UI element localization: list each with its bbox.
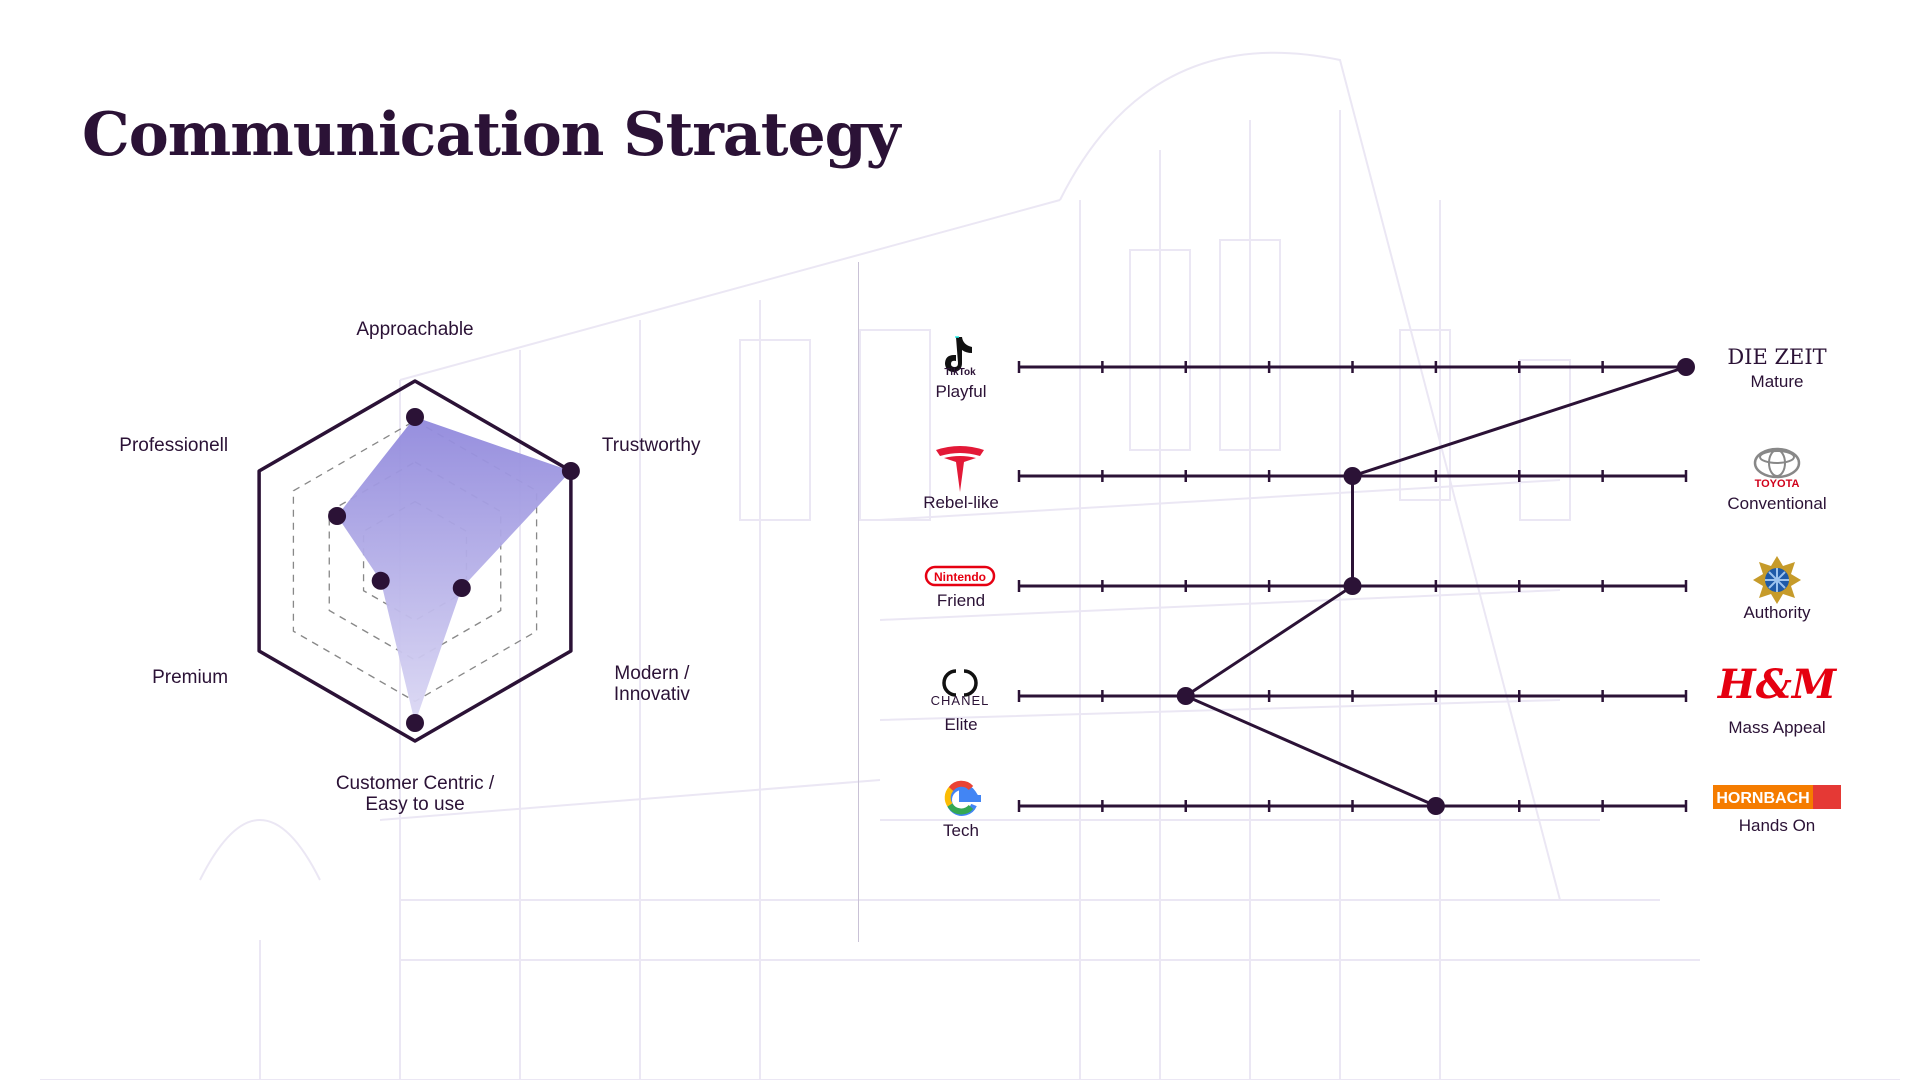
toyota-logo: TOYOTA [1753,447,1801,490]
radar-axis-label: Premium [152,667,228,688]
scale-left-label: Elite [944,715,977,734]
radar-point [452,579,471,597]
chanel-logo: CHANEL [931,669,990,708]
scale-right-label: Conventional [1727,494,1826,513]
scale-point [1426,797,1445,815]
page-title: Communication Strategy [82,100,900,170]
radar-axis-label: Professionell [119,435,228,456]
die-zeit-logo: DIE ZEIT [1727,345,1826,369]
scale-point [1677,358,1695,376]
radar-point [371,571,390,590]
hm-logo: H&M [1717,661,1838,708]
scale-left-label: Tech [943,821,979,840]
radar-point [406,714,424,732]
radar-axis-label: Customer Centric /Easy to use [336,773,495,815]
radar-axis-label: Trustworthy [602,435,701,456]
radar-axis-label: Approachable [356,319,473,340]
hornbach-logo: HORNBACH [1713,785,1841,809]
section-divider [858,262,859,942]
svg-text:HORNBACH: HORNBACH [1716,790,1809,807]
scale-point [1343,577,1362,595]
radar-value-area [337,417,571,723]
scale-right-label: Hands On [1739,816,1816,835]
radar-point [328,507,347,525]
scale-right-label: Mature [1751,372,1804,391]
police-star-logo [1753,556,1801,604]
svg-text:H&M: H&M [1717,661,1838,708]
scale-right-label: Authority [1743,603,1811,622]
tiktok-logo: TikTok [944,336,976,378]
svg-text:TOYOTA: TOYOTA [1755,478,1800,490]
scale-right-label: Mass Appeal [1728,718,1825,737]
svg-text:Nintendo: Nintendo [934,570,986,584]
radar-point [406,408,424,426]
tesla-logo [936,446,984,492]
svg-text:TikTok: TikTok [944,367,976,378]
scale-left-label: Rebel-like [923,493,999,512]
scale-point [1343,467,1362,485]
scale-left-label: Friend [937,591,985,610]
nintendo-logo: Nintendo [924,565,996,587]
scale-left-label: Playful [935,382,986,401]
scale-point [1176,687,1195,705]
svg-text:DIE ZEIT: DIE ZEIT [1727,345,1826,369]
radar-point [561,462,580,480]
radar-axis-label: Modern /Innovativ [614,663,691,705]
google-logo [944,780,981,816]
svg-text:CHANEL: CHANEL [931,693,990,708]
